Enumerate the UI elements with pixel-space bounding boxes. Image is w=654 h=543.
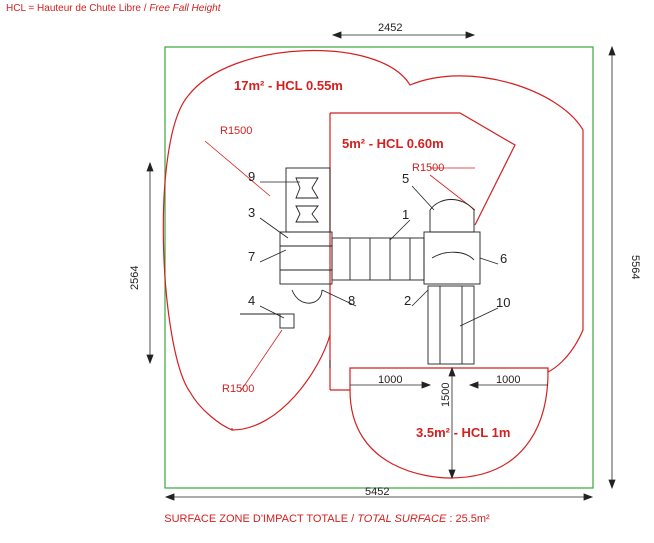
arrow-icon [331, 31, 342, 39]
radius-top-right: R1500 [412, 162, 444, 174]
callout-numbers: 9 3 7 4 8 1 2 5 6 10 [248, 169, 510, 310]
callout-5: 5 [402, 171, 409, 186]
callout-9: 9 [248, 169, 255, 184]
foot-post [279, 313, 295, 329]
roof-element [429, 199, 475, 233]
callout-underline [459, 307, 499, 327]
zone-a-label: 17m² - HCL 0.55m [234, 78, 343, 93]
impact-outline-left [162, 95, 233, 431]
impact-outline-top [330, 112, 516, 226]
callout-underline [389, 219, 411, 241]
callout-leaders [259, 181, 499, 327]
climbing-hold-icon [295, 205, 319, 223]
impact-outline-bottom-left [231, 334, 331, 431]
play-structure [240, 167, 481, 365]
callout-3: 3 [248, 205, 255, 220]
radius-bottom-left: R1500 [222, 383, 254, 395]
dim-center-depth: 1500 [440, 383, 452, 407]
arrow-icon [448, 366, 456, 377]
dimension-labels: 2452 5452 5564 2564 1000 1000 1500 [129, 22, 641, 498]
radius-top-left: R1500 [220, 125, 252, 137]
left-step-arc [291, 289, 323, 304]
right-platform-arc [431, 251, 475, 261]
arrow-icon [465, 31, 476, 39]
callout-8: 8 [348, 293, 355, 308]
callout-1: 1 [402, 207, 409, 222]
total-surface-english: TOTAL SURFACE [357, 513, 447, 525]
callout-underline [259, 305, 285, 319]
callout-10: 10 [496, 295, 510, 310]
impact-zones [162, 49, 584, 479]
dimension-lines [146, 31, 616, 501]
callout-2: 2 [404, 293, 411, 308]
total-surface-prefix: SURFACE ZONE D'IMPACT TOTALE / [164, 513, 355, 525]
hcl-legend-english: Free Fall Height [149, 3, 221, 14]
dim-left-offset: 1000 [378, 374, 402, 386]
radius-leader-bottom-left [239, 329, 283, 393]
arrow-icon [146, 354, 154, 365]
dim-right-height: 5564 [629, 255, 641, 279]
zone-labels: 17m² - HCL 0.55m 5m² - HCL 0.60m 3.5m² -… [234, 78, 510, 440]
impact-outline-step [330, 367, 549, 391]
arrow-icon [146, 161, 154, 172]
arrow-icon [608, 479, 616, 490]
arrow-icon [608, 45, 616, 56]
callout-underline [259, 249, 287, 263]
total-surface-value: : 25.5m² [449, 513, 490, 525]
climbing-hold-icon [295, 177, 319, 199]
left-platform [279, 231, 333, 285]
callout-underline [479, 257, 499, 265]
callout-7: 7 [248, 249, 255, 264]
callout-underline [259, 217, 289, 239]
green-frame [164, 46, 594, 489]
impact-outline-main [187, 49, 584, 373]
radius-leader-top-left [204, 140, 271, 197]
dim-top-width: 2452 [378, 22, 402, 34]
arrow-icon [164, 493, 175, 501]
total-surface-note: SURFACE ZONE D'IMPACT TOTALE / TOTAL SUR… [0, 513, 654, 525]
callout-4: 4 [248, 293, 255, 308]
slide-chute [427, 285, 475, 365]
hcl-legend: HCL = Hauteur de Chute Libre / Free Fall… [6, 3, 220, 14]
arrow-icon [468, 381, 479, 389]
radius-labels: R1500 R1500 R1500 [220, 125, 444, 395]
radius-leaders [204, 140, 476, 393]
arrow-icon [421, 381, 432, 389]
zone-c-label: 3.5m² - HCL 1m [416, 425, 510, 440]
arrow-icon [583, 493, 594, 501]
zone-b-label: 5m² - HCL 0.60m [342, 136, 444, 151]
arrow-icon [448, 469, 456, 480]
callout-6: 6 [500, 251, 507, 266]
dim-left-height: 2564 [129, 266, 141, 290]
impact-outline-slide [349, 371, 549, 479]
callout-underline [321, 289, 357, 307]
hcl-legend-prefix: HCL = Hauteur de Chute Libre / [6, 3, 147, 14]
callout-underline [411, 289, 429, 307]
dim-bottom-width: 5452 [365, 486, 389, 498]
callout-underline [411, 185, 435, 211]
dim-right-offset: 1000 [496, 374, 520, 386]
